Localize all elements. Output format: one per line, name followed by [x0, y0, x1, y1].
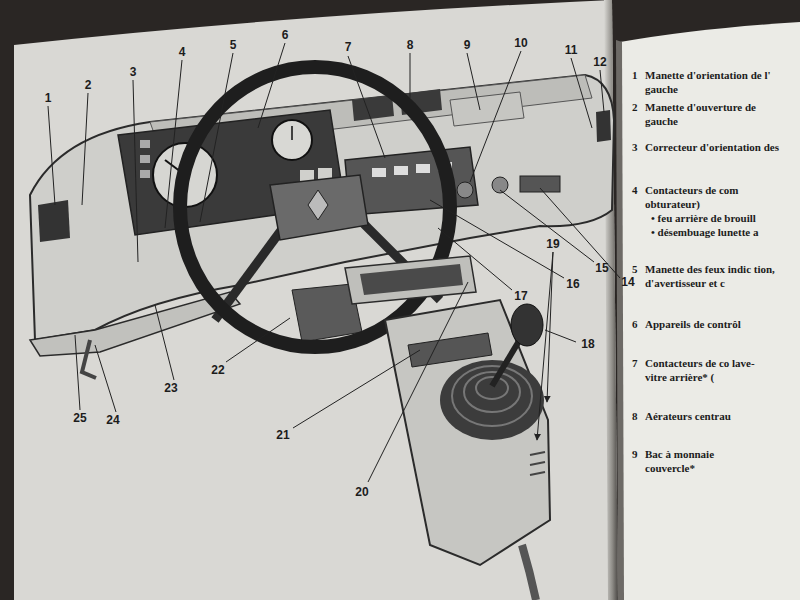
- gear-boot: [464, 372, 520, 412]
- callout-number: 2: [85, 78, 92, 92]
- heater-control: [520, 176, 560, 192]
- callout-number: 20: [355, 485, 368, 499]
- gear-lever: [492, 336, 522, 386]
- callout-number: 4: [179, 45, 186, 59]
- callout-number: 1: [45, 91, 52, 105]
- rotary-control: [457, 182, 473, 198]
- callout-number: 18: [581, 337, 594, 351]
- callout-number: 3: [130, 65, 137, 79]
- right-page: [620, 22, 800, 600]
- left-page: [14, 0, 618, 600]
- callout-number: 24: [106, 413, 119, 427]
- console-slot: [530, 452, 545, 455]
- callout-number: 9: [464, 38, 471, 52]
- switch: [416, 164, 430, 173]
- list-number: 6: [632, 317, 638, 331]
- callout-number: 23: [164, 381, 177, 395]
- console-slot: [530, 462, 545, 465]
- callout-number: 5: [230, 38, 237, 52]
- list-text: Correcteur d'orientation des: [645, 140, 779, 154]
- renault-logo: [308, 190, 328, 220]
- leader-lines: [48, 43, 620, 482]
- callout-number: 16: [566, 277, 579, 291]
- callout-number: 10: [514, 36, 527, 50]
- switch: [394, 166, 408, 175]
- page-gutter: [616, 40, 624, 600]
- list-number: 1: [632, 68, 638, 82]
- list-text: • désembuage lunette a: [651, 225, 758, 239]
- center-console: [385, 300, 550, 565]
- callout-number: 8: [407, 38, 414, 52]
- steering-wheel: [180, 67, 450, 347]
- warning-light: [140, 155, 150, 163]
- list-number: 2: [632, 100, 638, 114]
- switch: [372, 168, 386, 177]
- list-number: 9: [632, 447, 638, 461]
- gear-boot: [452, 366, 532, 426]
- right-vent: [596, 110, 611, 142]
- tray-recess: [360, 264, 463, 295]
- coin-tray: [450, 92, 524, 126]
- callout-number: 25: [73, 411, 86, 425]
- list-text: Contacteurs de co lave-vitre arrière* (: [645, 356, 775, 384]
- list-number: 3: [632, 140, 638, 154]
- list-number: 5: [632, 262, 638, 276]
- callout-number: 14: [621, 275, 634, 289]
- cable: [522, 545, 536, 600]
- list-text: Contacteurs de com obturateur): [645, 183, 763, 211]
- callout-number: 12: [593, 55, 606, 69]
- clock: [272, 120, 312, 160]
- warning-light: [140, 140, 150, 148]
- list-text: Aérateurs centrau: [645, 409, 731, 423]
- center-vent: [352, 95, 394, 121]
- list-number: 4: [632, 183, 638, 197]
- callout-number: 19: [546, 237, 559, 251]
- list-text: Appareils de contrôl: [645, 317, 741, 331]
- callout-number: 21: [276, 428, 289, 442]
- list-number: 8: [632, 409, 638, 423]
- console-slot: [530, 472, 545, 475]
- warning-light: [140, 170, 150, 178]
- callout-number: 6: [282, 28, 289, 42]
- list-text: Manette d'ouverture de gauche: [645, 100, 770, 128]
- left-vent: [38, 200, 70, 242]
- callout-number: 7: [345, 40, 352, 54]
- list-text: • feu arrière de brouill: [651, 211, 756, 225]
- list-text: Bac à monnaie couvercle*: [645, 447, 735, 475]
- gear-boot: [440, 360, 544, 440]
- gear-knob: [511, 304, 543, 346]
- console-tray: [345, 256, 476, 304]
- callout-number: 15: [595, 261, 608, 275]
- callout-number: 11: [565, 43, 578, 57]
- callout-number: 22: [211, 363, 224, 377]
- clock-hand: [291, 126, 293, 140]
- wheel-hub: [270, 175, 368, 240]
- list-text: Manette des feux indic tion, d'avertisse…: [645, 262, 775, 290]
- list-text: Manette d'orientation de l' gauche: [645, 68, 793, 96]
- callout-number: 17: [514, 289, 527, 303]
- pedal: [82, 340, 96, 378]
- list-number: 7: [632, 356, 638, 370]
